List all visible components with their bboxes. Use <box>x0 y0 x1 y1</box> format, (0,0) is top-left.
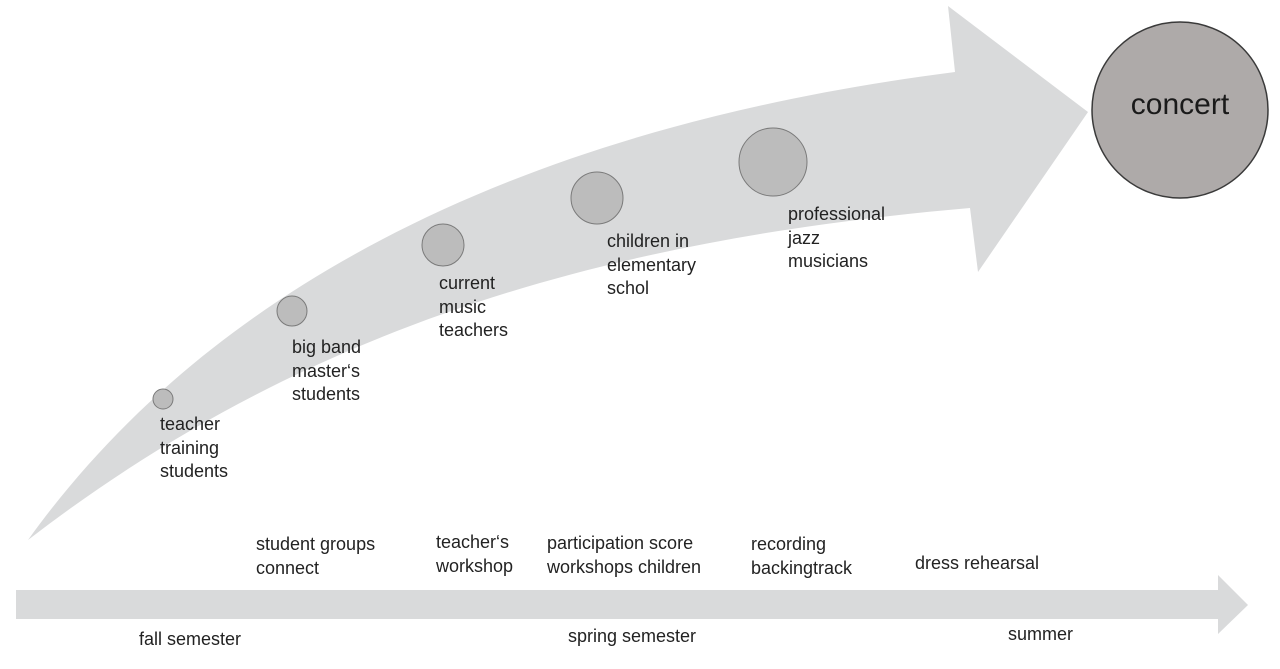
timeline-arrow <box>16 575 1248 634</box>
participant-node <box>276 295 308 327</box>
period-label: fall semester <box>139 629 242 649</box>
concert-goal-circle <box>1091 21 1269 199</box>
period-label: summer <box>1008 624 1074 644</box>
participant-node <box>152 388 174 410</box>
curved-progress-arrow <box>28 6 1088 540</box>
participant-node <box>570 171 624 225</box>
participant-node <box>738 127 808 197</box>
activity-label: dress rehearsal <box>915 553 1040 573</box>
participant-node <box>421 223 465 267</box>
concert-label: concert <box>1130 88 1230 121</box>
period-label: spring semester <box>568 626 697 646</box>
